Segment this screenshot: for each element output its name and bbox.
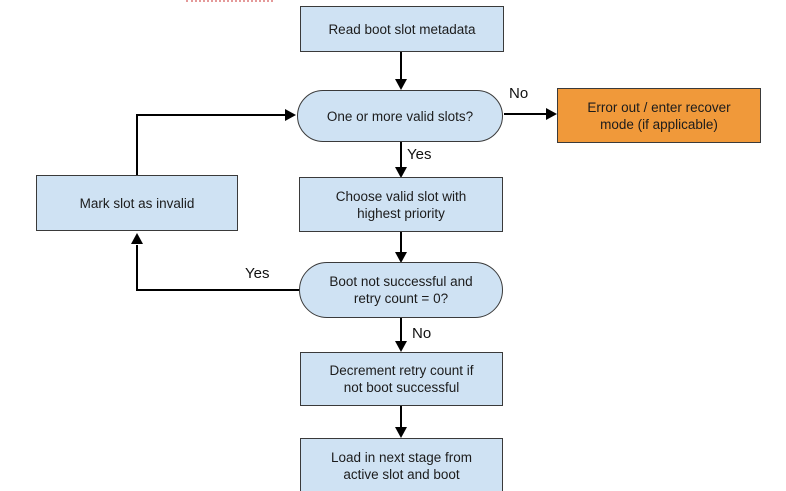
node-mark-slot-invalid: Mark slot as invalid: [36, 175, 238, 231]
node-decrement-retry-count: Decrement retry count if not boot succes…: [300, 352, 503, 406]
edge-label-no-to-error: No: [509, 85, 529, 102]
node-error-out-recover-mode: Error out / enter recover mode (if appli…: [557, 88, 761, 143]
node-label: One or more valid slots?: [326, 108, 474, 124]
arrow-decrement-to-load: [395, 406, 407, 438]
red-dotted-mark: [186, 0, 273, 2]
node-label: Boot not successful and retry count = 0?: [329, 274, 473, 306]
edge-label-yes-to-mark: Yes: [245, 265, 270, 282]
node-read-boot-slot-metadata: Read boot slot metadata: [300, 6, 504, 52]
node-load-next-stage: Load in next stage from active slot and …: [300, 438, 503, 491]
node-label: Choose valid slot with highest priority: [335, 188, 467, 221]
edge-label-yes-to-choose: Yes: [407, 146, 432, 163]
arrow-bootcheck-to-markinvalid: [131, 233, 300, 291]
node-label: Mark slot as invalid: [79, 195, 195, 211]
node-label: Load in next stage from active slot and …: [330, 450, 473, 482]
node-choose-valid-slot: Choose valid slot with highest priority: [299, 177, 503, 232]
node-label: Read boot slot metadata: [328, 21, 476, 37]
arrow-validslots-to-choose: [395, 142, 407, 178]
node-one-or-more-valid-slots: One or more valid slots?: [297, 90, 503, 142]
arrow-choose-to-bootcheck: [395, 232, 407, 263]
node-label: Error out / enter recover mode (if appli…: [587, 99, 731, 132]
arrow-validslots-to-error: [504, 108, 557, 120]
arrow-read-to-validslots: [395, 52, 407, 90]
arrow-bootcheck-to-decrement: [395, 318, 407, 352]
node-label: Decrement retry count if not boot succes…: [329, 363, 474, 395]
node-boot-not-successful-check: Boot not successful and retry count = 0?: [299, 262, 503, 318]
arrow-markinvalid-to-validslots: [136, 109, 296, 175]
edge-label-no-to-decrement: No: [412, 325, 432, 342]
